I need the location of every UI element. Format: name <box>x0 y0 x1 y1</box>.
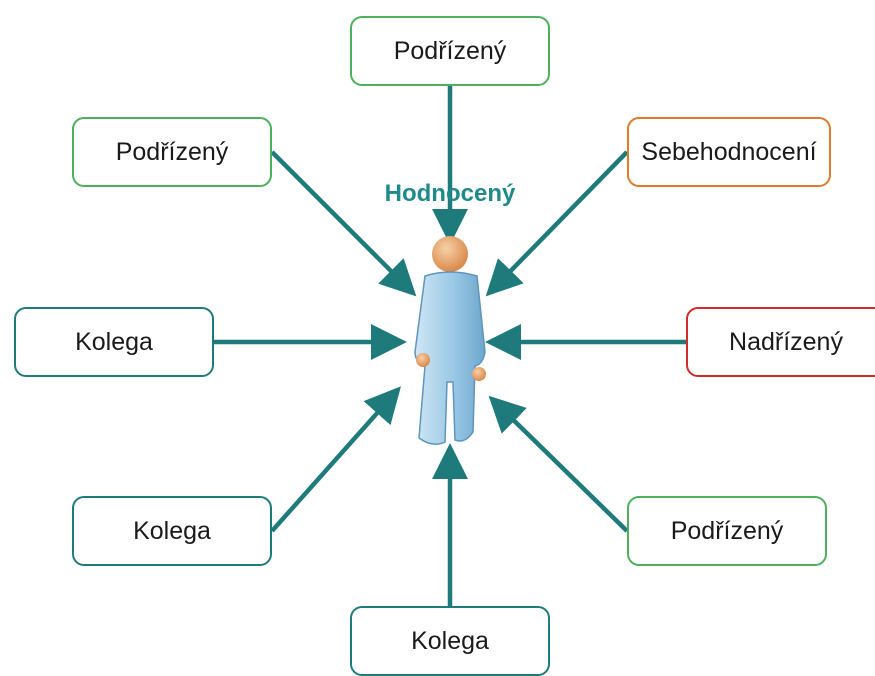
node-label: Kolega <box>411 626 489 655</box>
node-upper-left: Podřízený <box>72 117 272 187</box>
node-lower-right: Podřízený <box>627 496 827 566</box>
node-top: Podřízený <box>350 16 550 86</box>
arrow-from-lower-right <box>488 395 629 533</box>
arrow-from-upper-right <box>485 150 629 297</box>
node-lower-left: Kolega <box>72 496 272 566</box>
arrow-from-lower-left <box>270 386 401 533</box>
node-label: Podřízený <box>115 137 229 166</box>
node-label: Sebehodnocení <box>641 137 817 166</box>
node-label: Kolega <box>75 327 153 356</box>
center-title: Hodnocený <box>384 180 516 207</box>
node-label: Podřízený <box>670 516 784 545</box>
node-bottom: Kolega <box>350 606 550 676</box>
node-label: Podřízený <box>393 36 507 65</box>
arrow-from-upper-left <box>270 150 417 297</box>
node-label: Kolega <box>133 516 211 545</box>
node-upper-right: Sebehodnocení <box>627 117 831 187</box>
node-label: Nadřízený <box>729 327 843 356</box>
node-left: Kolega <box>14 307 214 377</box>
person-icon <box>414 236 486 445</box>
node-right: Nadřízený <box>686 307 875 377</box>
